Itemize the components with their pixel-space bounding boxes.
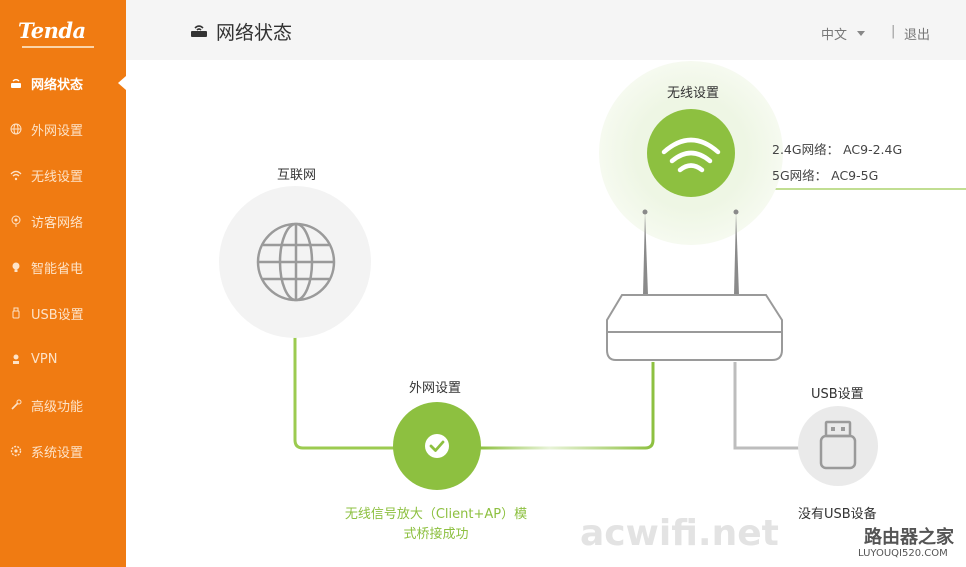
guest-icon <box>10 215 22 227</box>
wifi-24g-info: 2.4G网络： AC9-2.4G <box>772 139 902 158</box>
sidebar-item-label: 智能省电 <box>31 261 84 277</box>
vpn-icon <box>10 353 22 365</box>
sidebar-item-label: 访客网络 <box>31 215 84 231</box>
sidebar-item-advanced[interactable]: 高级功能 <box>0 388 126 422</box>
gear-icon <box>10 445 22 457</box>
wrench-icon <box>10 399 22 411</box>
sidebar-item-label: 外网设置 <box>31 123 84 139</box>
sidebar-item-vpn[interactable]: VPN <box>0 342 126 376</box>
watermark-acwifi: acwifi.net <box>580 513 779 554</box>
sidebar-item-wireless[interactable]: 无线设置 <box>0 158 126 192</box>
sidebar-item-guest[interactable]: 访客网络 <box>0 204 126 238</box>
sidebar-item-wan[interactable]: 外网设置 <box>0 112 126 146</box>
usb-node[interactable] <box>798 406 878 486</box>
watermark-brand: 路由器之家 <box>864 527 954 548</box>
language-select[interactable]: 中文 <box>821 28 848 43</box>
globe-icon <box>256 222 336 302</box>
wan-status: 无线信号放大（Client+AP）模 <box>344 507 528 522</box>
logo-underline <box>22 46 94 48</box>
usb-label: USB设置 <box>811 387 864 402</box>
sidebar-item-label: 无线设置 <box>31 169 84 185</box>
sidebar-item-label: 高级功能 <box>31 399 84 415</box>
router-device <box>606 209 783 361</box>
chevron-down-icon[interactable] <box>857 31 865 36</box>
bulb-icon <box>10 261 22 273</box>
wireless-node[interactable] <box>599 61 783 245</box>
watermark-url: LUYOUQI520.COM <box>858 548 948 559</box>
top-bar: 网络状态 中文 | 退出 <box>126 0 966 60</box>
wan-node[interactable] <box>393 402 481 490</box>
sidebar-item-label: 网络状态 <box>31 77 84 93</box>
wifi-24g-label: 2.4G网络： <box>772 142 840 157</box>
wireless-label: 无线设置 <box>667 86 720 101</box>
wifi-5g-ssid: AC9-5G <box>831 168 879 183</box>
sidebar-item-power-saving[interactable]: 智能省电 <box>0 250 126 284</box>
sidebar-item-system[interactable]: 系统设置 <box>0 434 126 468</box>
tenda-logo: Tenda <box>18 18 86 43</box>
wifi-icon <box>661 137 721 173</box>
sidebar-item-label: 系统设置 <box>31 445 84 461</box>
logout-link[interactable]: 退出 <box>904 28 931 43</box>
wifi-5g-info: 5G网络： AC9-5G <box>772 165 878 184</box>
usb-status: 没有USB设备 <box>798 507 877 522</box>
globe-icon <box>10 123 22 135</box>
router-icon <box>10 77 22 89</box>
wifi-icon <box>10 169 22 181</box>
usb-drive-icon <box>819 420 857 470</box>
internet-node[interactable] <box>219 186 371 338</box>
sidebar-item-usb[interactable]: USB设置 <box>0 296 126 330</box>
wan-label: 外网设置 <box>409 381 462 396</box>
wifi-24g-ssid: AC9-2.4G <box>843 142 903 157</box>
wan-status-line2: 式桥接成功 <box>403 527 469 542</box>
sidebar-item-label: VPN <box>31 351 58 367</box>
page-title: 网络状态 <box>216 22 293 44</box>
usb-icon <box>10 307 22 319</box>
active-caret <box>118 76 126 90</box>
sidebar: Tenda 网络状态 外网设置 无线设置 访客网络 智能省电 U <box>0 0 126 567</box>
sidebar-item-network-status[interactable]: 网络状态 <box>0 66 126 100</box>
header-separator: | <box>891 24 896 39</box>
sidebar-item-label: USB设置 <box>31 307 84 323</box>
internet-label: 互联网 <box>277 168 317 183</box>
check-icon <box>429 440 445 452</box>
wifi-5g-label: 5G网络： <box>772 168 828 183</box>
router-icon <box>190 22 208 42</box>
